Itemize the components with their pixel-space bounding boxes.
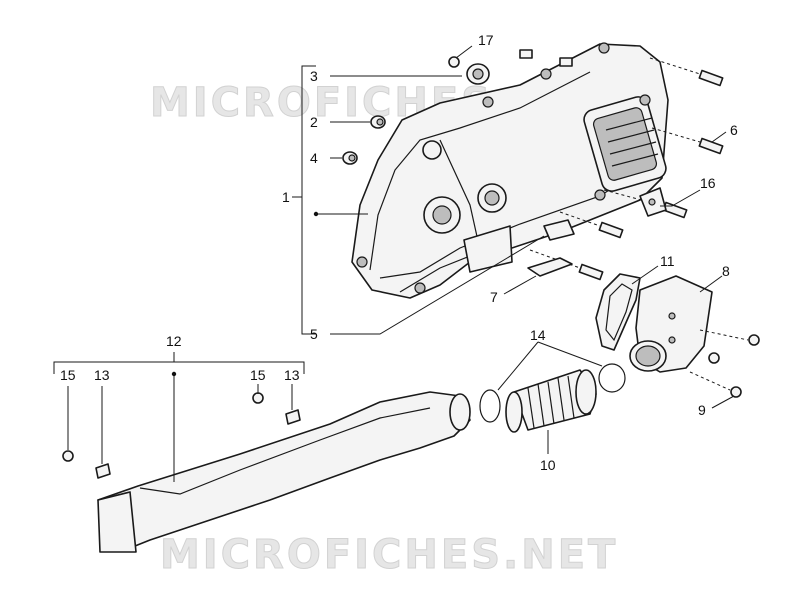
callout-9: 9 <box>698 402 706 418</box>
intake-elbow-8 <box>629 275 713 373</box>
bearing-3 <box>466 63 490 85</box>
callout-4: 4 <box>310 150 318 166</box>
callout-15-right: 15 <box>250 367 266 383</box>
air-intake-duct-12 <box>97 391 471 553</box>
callout-13-left: 13 <box>94 367 110 383</box>
clip-13-right <box>285 409 301 425</box>
callout-2: 2 <box>310 114 318 130</box>
callout-8: 8 <box>722 263 730 279</box>
dowel-4 <box>342 151 358 165</box>
transmission-cover <box>351 42 669 299</box>
callout-14: 14 <box>530 327 546 343</box>
gasket-11 <box>595 273 641 351</box>
bolts-6 <box>519 49 724 281</box>
clip-13-left <box>95 463 111 479</box>
callout-17: 17 <box>478 32 494 48</box>
rubber-bellows-10 <box>505 369 597 433</box>
seal-17 <box>448 56 460 68</box>
callout-11: 11 <box>660 253 675 269</box>
callout-15-left: 15 <box>60 367 76 383</box>
watermark-bottom: MICROFICHES.NET <box>160 532 618 578</box>
bushing-5 <box>543 219 575 241</box>
leader-lines <box>53 45 735 482</box>
callout-13-right: 13 <box>284 367 300 383</box>
callout-1: 1 <box>282 189 290 205</box>
clamp-rings-14 <box>479 363 626 423</box>
callout-labels: 1 2 3 4 5 6 7 8 9 10 11 12 13 13 14 15 1… <box>60 32 738 473</box>
clip-7 <box>527 257 573 277</box>
screws-9 <box>689 329 760 398</box>
callout-6: 6 <box>730 122 738 138</box>
bushing-2 <box>370 115 386 129</box>
callout-5: 5 <box>310 326 318 342</box>
callout-12: 12 <box>166 333 182 349</box>
screw-15-right <box>252 392 264 404</box>
callout-16: 16 <box>700 175 716 191</box>
screw-15-left <box>62 450 74 462</box>
callout-3: 3 <box>310 68 318 84</box>
inspection-window <box>583 96 667 192</box>
bracket-16 <box>639 187 667 217</box>
callout-10: 10 <box>540 457 556 473</box>
callout-7: 7 <box>490 289 498 305</box>
